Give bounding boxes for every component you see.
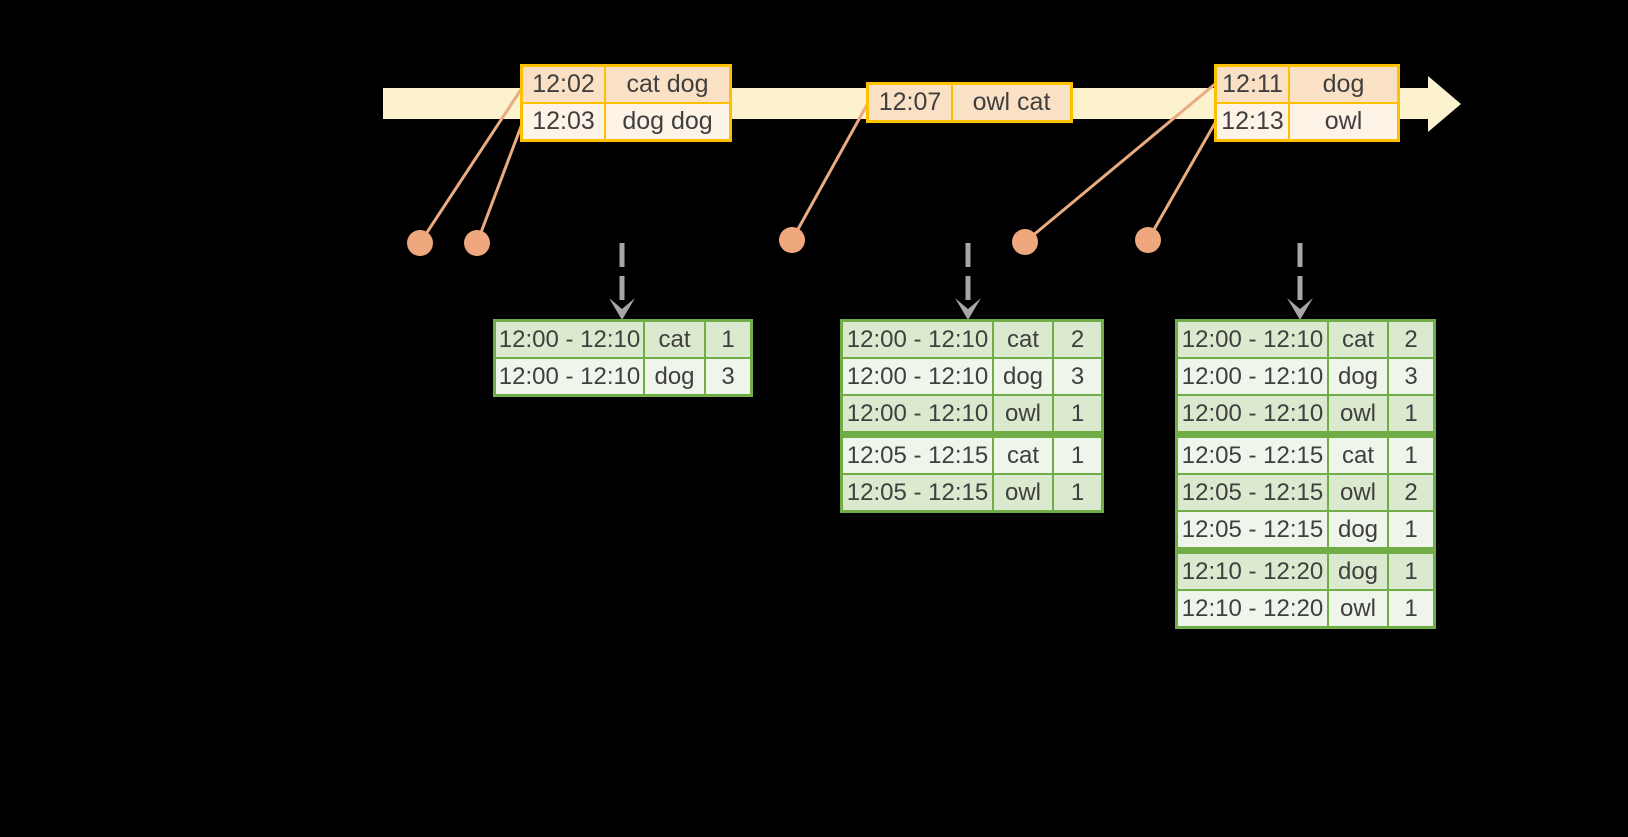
event-table-1: 12:02 cat dog 12:03 dog dog [520, 64, 732, 142]
result-count: 1 [1389, 554, 1433, 589]
result-word: cat [1329, 438, 1387, 473]
result-window: 12:00 - 12:10 [843, 322, 992, 357]
result-count: 3 [706, 359, 750, 394]
timeline-arrowhead [1428, 76, 1461, 132]
result-word: dog [645, 359, 704, 394]
result-count: 2 [1054, 322, 1101, 357]
event-dot [464, 230, 490, 256]
result-window: 12:05 - 12:15 [843, 475, 992, 510]
result-word: cat [994, 438, 1052, 473]
group-separator [1178, 433, 1433, 436]
dashed-arrowhead-icon [609, 298, 635, 320]
result-window: 12:00 - 12:10 [496, 322, 643, 357]
result-window: 12:05 - 12:15 [1178, 512, 1327, 547]
event-time: 12:02 [523, 67, 604, 102]
result-window: 12:00 - 12:10 [1178, 322, 1327, 357]
result-word: owl [1329, 591, 1387, 626]
group-separator [843, 433, 1101, 436]
result-table-2: 12:00 - 12:10 cat 2 12:00 - 12:10 dog 3 … [840, 319, 1104, 513]
result-count: 1 [1389, 396, 1433, 431]
result-window: 12:00 - 12:10 [843, 396, 992, 431]
result-count: 1 [1389, 438, 1433, 473]
result-word: dog [1329, 512, 1387, 547]
result-word: owl [1329, 396, 1387, 431]
result-word: owl [994, 475, 1052, 510]
result-window: 12:00 - 12:10 [843, 359, 992, 394]
event-time: 12:03 [523, 104, 604, 139]
result-word: owl [1329, 475, 1387, 510]
event-dot [407, 230, 433, 256]
result-count: 1 [1389, 591, 1433, 626]
result-table-3: 12:00 - 12:10 cat 2 12:00 - 12:10 dog 3 … [1175, 319, 1436, 629]
result-count: 2 [1389, 322, 1433, 357]
event-words: dog dog [606, 104, 729, 139]
event-time: 12:11 [1217, 67, 1288, 102]
event-table-2: 12:07 owl cat [866, 82, 1073, 123]
dashed-arrowhead-icon [1287, 298, 1313, 320]
event-time: 12:13 [1217, 104, 1288, 139]
group-separator [1178, 549, 1433, 552]
event-table-3: 12:11 dog 12:13 owl [1214, 64, 1400, 142]
result-window: 12:05 - 12:15 [843, 438, 992, 473]
connector-line [1146, 122, 1217, 241]
result-word: dog [994, 359, 1052, 394]
event-words: cat dog [606, 67, 729, 102]
result-word: cat [994, 322, 1052, 357]
result-count: 1 [1389, 512, 1433, 547]
result-word: dog [1329, 554, 1387, 589]
result-count: 1 [1054, 438, 1101, 473]
result-window: 12:00 - 12:10 [1178, 396, 1327, 431]
event-dot [1012, 229, 1038, 255]
dashed-arrowhead-icon [955, 298, 981, 320]
result-word: dog [1329, 359, 1387, 394]
connector-line [475, 123, 524, 244]
result-word: cat [645, 322, 704, 357]
event-dot [779, 227, 805, 253]
result-window: 12:00 - 12:10 [496, 359, 643, 394]
event-words: dog [1290, 67, 1397, 102]
result-count: 1 [1054, 396, 1101, 431]
result-count: 1 [1054, 475, 1101, 510]
result-word: cat [1329, 322, 1387, 357]
result-count: 1 [706, 322, 750, 357]
result-count: 3 [1389, 359, 1433, 394]
result-table-1: 12:00 - 12:10 cat 1 12:00 - 12:10 dog 3 [493, 319, 753, 397]
result-count: 2 [1389, 475, 1433, 510]
event-words: owl [1290, 104, 1397, 139]
event-words: owl cat [953, 85, 1070, 120]
result-window: 12:10 - 12:20 [1178, 554, 1327, 589]
result-window: 12:00 - 12:10 [1178, 359, 1327, 394]
event-dot [1135, 227, 1161, 253]
result-word: owl [994, 396, 1052, 431]
result-window: 12:05 - 12:15 [1178, 475, 1327, 510]
result-window: 12:05 - 12:15 [1178, 438, 1327, 473]
connector-line [790, 102, 870, 241]
result-count: 3 [1054, 359, 1101, 394]
result-window: 12:10 - 12:20 [1178, 591, 1327, 626]
event-time: 12:07 [869, 85, 951, 120]
